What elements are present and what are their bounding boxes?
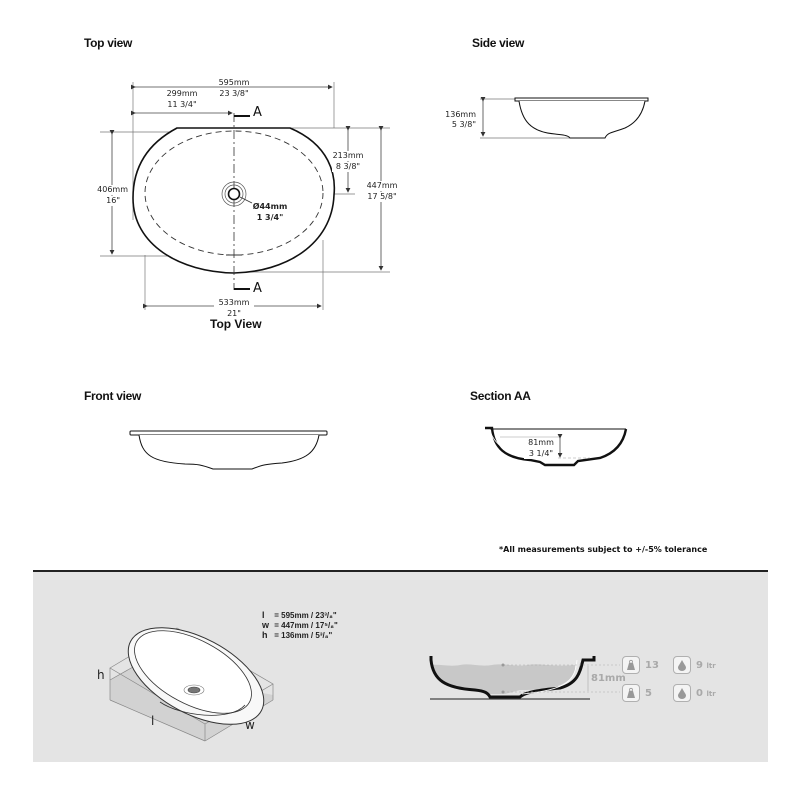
drain-diameter-mm: Ø44mm xyxy=(252,202,288,211)
section-depth-in: 3 1/4" xyxy=(524,449,558,459)
section-aa-title: Section AA xyxy=(470,389,531,403)
stat-full-volume: 9 ltr xyxy=(673,656,716,674)
water-depth-label: 81mm xyxy=(591,673,626,684)
tolerance-note: *All measurements subject to +/-5% toler… xyxy=(499,545,708,554)
section-marker-bottom: A xyxy=(253,281,262,296)
kg-weight-icon xyxy=(622,684,640,702)
spec-width: w = 447mm / 17⁵/₈" xyxy=(262,620,338,630)
spec-value: 595mm / 23³/₈" xyxy=(281,611,337,620)
top-view-title: Top view xyxy=(84,36,133,50)
empty-volume-unit: ltr xyxy=(706,689,716,698)
drain-offset-y-mm: 213mm xyxy=(332,151,364,161)
water-drop-icon xyxy=(673,684,691,702)
spec-key: h xyxy=(262,630,268,640)
stat-empty-weight: 5 xyxy=(622,684,652,702)
inner-length-mm: 533mm xyxy=(214,298,254,308)
kg-weight-icon xyxy=(622,656,640,674)
side-height-mm: 136mm xyxy=(445,110,476,119)
spec-value: 136mm / 5³/₈" xyxy=(281,631,333,640)
iso-label-w: w xyxy=(245,718,255,732)
top-view-caption: Top View xyxy=(210,317,262,331)
drain-offset-x-in: 11 3/4" xyxy=(167,100,197,109)
overall-width-mm: 447mm xyxy=(362,181,402,191)
drain-offset-x-mm: 299mm xyxy=(166,89,198,98)
empty-volume-value: 0 xyxy=(696,687,703,699)
inner-width-mm: 406mm xyxy=(88,185,128,195)
drain-diameter-in: 1 3/4" xyxy=(256,213,284,222)
full-weight-value: 13 xyxy=(645,659,659,671)
inner-width-in: 16" xyxy=(88,196,120,206)
overall-length-mm: 595mm xyxy=(218,78,250,87)
side-height-in: 5 3/8" xyxy=(451,120,476,129)
drain-offset-y-in: 8 3/8" xyxy=(332,162,364,172)
spec-height: h = 136mm / 5³/₈" xyxy=(262,630,333,640)
overall-length-in: 23 3/8" xyxy=(214,89,254,99)
full-volume-unit: ltr xyxy=(706,661,716,670)
spec-key: l xyxy=(262,610,265,620)
empty-weight-value: 5 xyxy=(645,687,652,699)
overall-width-in: 17 5/8" xyxy=(362,192,402,202)
side-view-title: Side view xyxy=(472,36,524,50)
inner-length-in: 21" xyxy=(227,309,241,318)
front-view-title: Front view xyxy=(84,389,142,403)
stat-full-weight: 13 xyxy=(622,656,659,674)
stat-empty-volume: 0 ltr xyxy=(673,684,716,702)
spec-key: w xyxy=(262,620,270,630)
iso-label-h: h xyxy=(97,668,105,682)
spec-length: l = 595mm / 23³/₈" xyxy=(262,610,337,620)
water-drop-icon xyxy=(673,656,691,674)
iso-label-l: l xyxy=(151,714,155,728)
section-marker-top: A xyxy=(253,105,262,120)
spec-value: 447mm / 17⁵/₈" xyxy=(281,621,338,630)
section-depth-mm: 81mm xyxy=(524,438,558,448)
full-volume-value: 9 xyxy=(696,659,703,671)
